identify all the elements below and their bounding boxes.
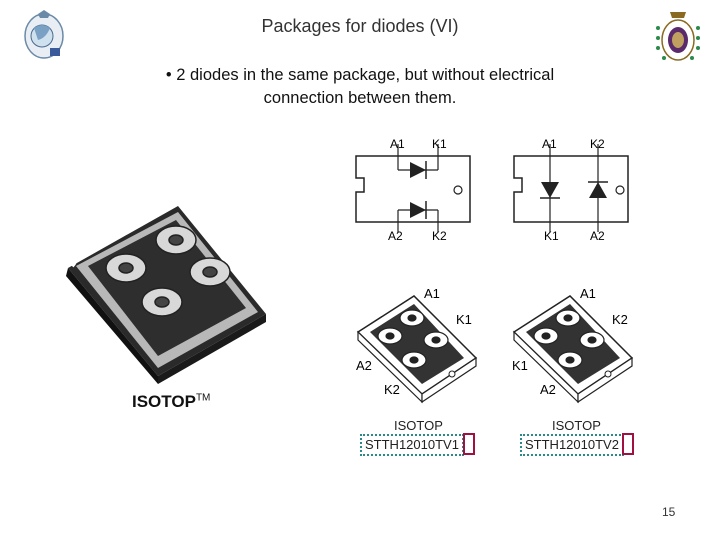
- pin-label: K2: [590, 137, 605, 151]
- schematic-right: A1 K2 K1 A2: [513, 137, 629, 243]
- pin-label: K1: [456, 312, 472, 327]
- highlight-box-right: [622, 433, 634, 455]
- part-number-right: STTH12010TV2: [520, 434, 624, 456]
- pin-label: A1: [390, 137, 405, 151]
- part-number-left: STTH12010TV1: [360, 434, 464, 456]
- pin-label: K1: [432, 137, 447, 151]
- pin-label: K1: [544, 229, 559, 243]
- package-drawing-left: A1 K1 A2 K2: [356, 286, 478, 404]
- pin-label: K2: [432, 229, 447, 243]
- pin-label: A1: [424, 286, 440, 301]
- trademark-mark: TM: [195, 392, 211, 404]
- pin-label: A1: [580, 286, 596, 301]
- slide-title: Packages for diodes (VI): [261, 16, 459, 36]
- university-logo-left: [24, 10, 64, 59]
- package-name-left: ISOTOP: [394, 418, 443, 433]
- isotop-label-text: ISOTOP: [132, 392, 196, 411]
- page-number: 15: [662, 505, 676, 519]
- pin-label: A2: [356, 358, 372, 373]
- pin-label: A2: [388, 229, 403, 243]
- pin-label: K2: [612, 312, 628, 327]
- package-drawing-right: A1 K2 K1 A2: [512, 286, 634, 404]
- highlight-box-left: [463, 433, 475, 455]
- pin-label: K2: [384, 382, 400, 397]
- pin-label: A1: [542, 137, 557, 151]
- pin-label: A2: [540, 382, 556, 397]
- schematic-left: A1 K1 A2 K2: [355, 137, 471, 243]
- university-crest-right: [656, 12, 700, 61]
- isotop-package-photo: [66, 206, 266, 384]
- pin-label: A2: [590, 229, 605, 243]
- package-name-right: ISOTOP: [552, 418, 601, 433]
- isotop-label: ISOTOPTM: [132, 392, 210, 412]
- pin-label: K1: [512, 358, 528, 373]
- bullet-text: • 2 diodes in the same package, but with…: [165, 66, 555, 107]
